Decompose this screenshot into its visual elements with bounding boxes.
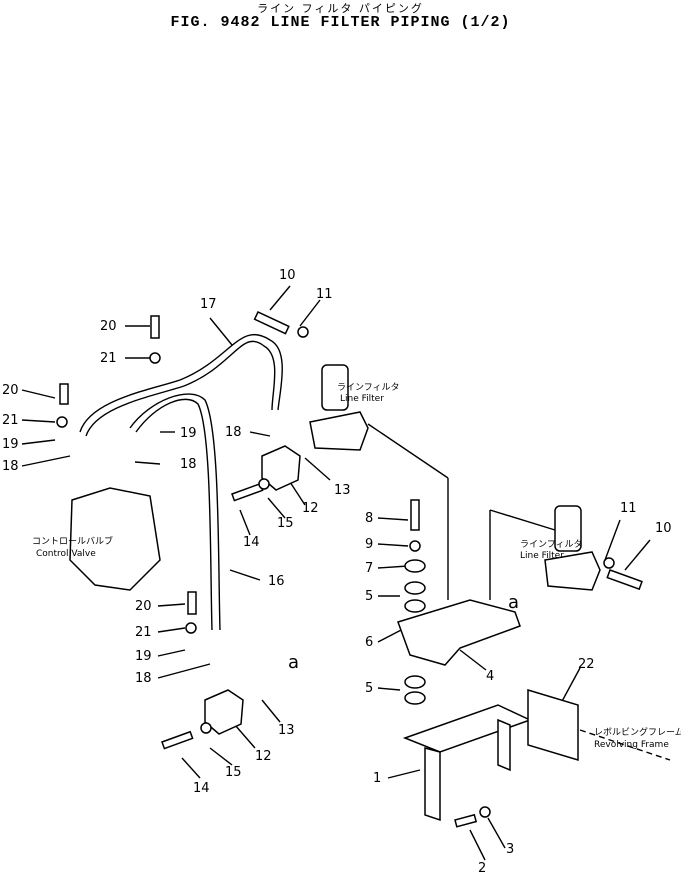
callout-6: 6 — [365, 635, 373, 650]
callout-21-left: 21 — [2, 413, 19, 428]
control-valve — [69, 487, 161, 591]
bracket-1 — [402, 704, 532, 753]
callout-2: 2 — [478, 861, 486, 874]
callout-7: 7 — [365, 561, 373, 576]
callout-10-top: 10 — [279, 268, 296, 283]
callout-18-right: 18 — [225, 425, 242, 440]
callout-14-bottom: 14 — [193, 781, 210, 796]
label-revolving-frame-jp: レボルビングフレーム — [594, 726, 681, 738]
callout-5-top: 5 — [365, 589, 373, 604]
bolt-8 — [410, 499, 420, 531]
callout-4: 4 — [486, 669, 494, 684]
callout-20-top: 20 — [100, 319, 117, 334]
plate-22 — [527, 688, 579, 762]
callout-3: 3 — [506, 842, 514, 857]
bolt-10-left — [253, 311, 290, 335]
callout-18-bottom: 18 — [135, 671, 152, 686]
callout-12-bottom: 12 — [255, 749, 272, 764]
callout-1: 1 — [373, 771, 381, 786]
callout-10-right: 10 — [655, 521, 672, 536]
bolt-20-b — [59, 383, 69, 405]
label-line-filter-jp-left: ラインフィルタ — [337, 382, 400, 393]
callout-13-top: 13 — [334, 483, 351, 498]
ref-a-right: a — [508, 592, 519, 613]
callout-13-bottom: 13 — [278, 723, 295, 738]
callout-9: 9 — [365, 537, 373, 552]
callout-20-bottom: 20 — [135, 599, 152, 614]
callout-19-bottom: 19 — [135, 649, 152, 664]
bolt-14-lower — [161, 730, 194, 750]
label-control-valve-jp: コントロールバルブ — [32, 535, 113, 547]
label-revolving-frame: Revolving Frame — [594, 740, 669, 750]
callout-17: 17 — [200, 297, 217, 312]
callout-15-top: 15 — [277, 516, 294, 531]
callout-8: 8 — [365, 511, 373, 526]
bolt-20-a — [150, 315, 160, 339]
callout-11-top: 11 — [316, 287, 333, 302]
bolt-10-right — [606, 569, 643, 591]
callout-14-top: 14 — [243, 535, 260, 550]
label-control-valve: Control Valve — [36, 549, 96, 559]
label-line-filter-right: Line Filter — [520, 551, 564, 561]
bolt-14-upper — [231, 482, 264, 502]
label-line-filter-jp-right: ラインフィルタ — [520, 539, 583, 550]
callout-19-left: 19 — [2, 437, 19, 452]
callout-20-left: 20 — [2, 383, 19, 398]
callout-18-mid: 18 — [180, 457, 197, 472]
line-filter-right — [554, 505, 582, 552]
line-filter-left — [321, 364, 349, 411]
bolt-20-c — [187, 591, 197, 615]
callout-15-bottom: 15 — [225, 765, 242, 780]
callout-16: 16 — [268, 574, 285, 589]
block-12-upper — [261, 445, 301, 491]
callout-11-right: 11 — [620, 501, 637, 516]
callout-5-bottom: 5 — [365, 681, 373, 696]
callout-18-left: 18 — [2, 459, 19, 474]
ref-a-left: a — [288, 652, 299, 673]
callout-22: 22 — [578, 657, 595, 672]
block-12-lower — [204, 689, 244, 735]
callout-21-bottom: 21 — [135, 625, 152, 640]
hose-16 — [129, 393, 221, 631]
hose-17 — [79, 333, 283, 433]
bracket-4 — [397, 599, 521, 666]
bolt-2 — [454, 813, 478, 828]
callout-12-top: 12 — [302, 501, 319, 516]
label-line-filter-left: Line Filter — [340, 394, 384, 404]
figure-title: FIG. 9482 LINE FILTER PIPING (1/2) — [170, 14, 511, 31]
title-japanese: ライン フィルタ パイピング — [257, 2, 424, 15]
callout-21-top: 21 — [100, 351, 117, 366]
callout-19-mid: 19 — [180, 426, 197, 441]
